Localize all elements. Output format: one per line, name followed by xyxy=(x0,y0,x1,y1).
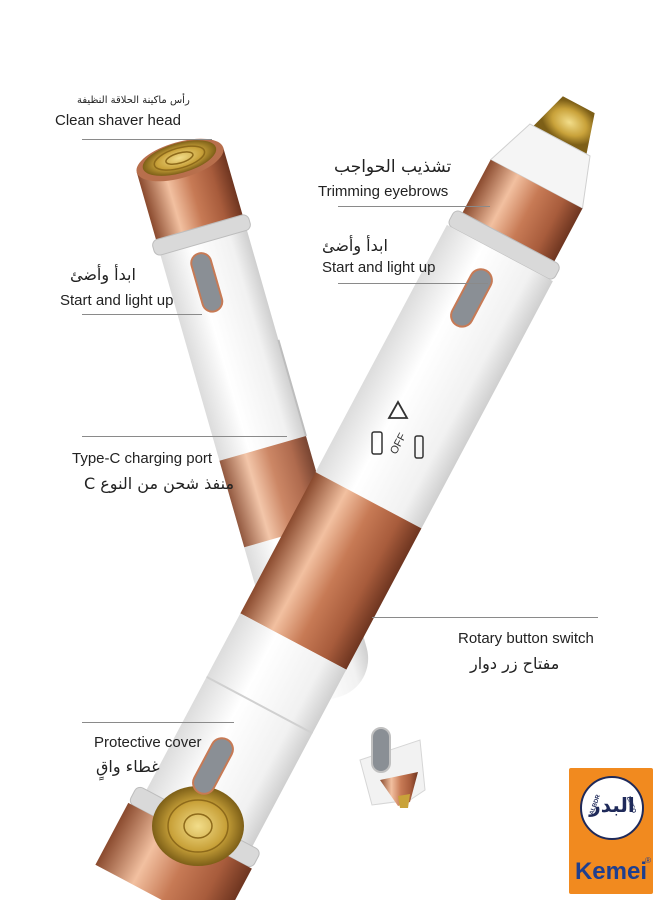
leader-line xyxy=(82,314,202,315)
callout-type-c-port-en: Type-C charging port xyxy=(72,450,213,467)
callout-clean-shaver-head-en: Clean shaver head xyxy=(55,112,181,129)
leader-line xyxy=(82,722,234,723)
bottom-shaver-head xyxy=(152,737,244,866)
logo-emblem-icon: ALBDR BNEO البدر xyxy=(580,776,644,840)
callout-type-c-port-ar: منفذ شحن من النوع C xyxy=(84,474,235,493)
callout-protective-cover-ar: غطاء واقٍ xyxy=(96,757,160,776)
shaver-head-icon xyxy=(142,140,217,176)
callout-rotary-switch-en: Rotary button switch xyxy=(458,630,594,647)
leader-line xyxy=(82,139,212,140)
registered-mark: ® xyxy=(645,856,651,865)
leader-line xyxy=(338,283,488,284)
callout-start-light-left-ar: ابدأ وأضئ xyxy=(70,265,136,284)
callout-start-light-left-en: Start and light up xyxy=(60,292,174,309)
callout-trimming-eyebrows-ar: تشذيب الحواجب xyxy=(334,157,452,177)
unlock-icon xyxy=(387,400,409,419)
brand-logo: ALBDR BNEO البدر Kemei ® xyxy=(569,768,653,894)
callout-rotary-switch-ar: مفتاح زر دوار xyxy=(470,654,560,673)
callout-start-light-right-ar: ابدأ وأضئ xyxy=(322,236,388,255)
trimmer-tip-icon xyxy=(533,96,595,155)
callout-trimming-eyebrows-en: Trimming eyebrows xyxy=(318,183,449,200)
leader-line xyxy=(372,617,598,618)
logo-mark-text: البدر xyxy=(589,793,635,817)
leader-line xyxy=(82,436,287,437)
light-button-icon xyxy=(190,252,224,313)
callout-start-light-right-en: Start and light up xyxy=(322,259,436,276)
leader-line xyxy=(338,206,490,207)
brand-name: Kemei xyxy=(574,858,648,885)
callout-protective-cover-en: Protective cover xyxy=(94,734,202,751)
back-device-bottom xyxy=(359,727,426,808)
callout-clean-shaver-head-ar: رأس ماكينة الحلاقة النظيفة xyxy=(77,95,190,106)
